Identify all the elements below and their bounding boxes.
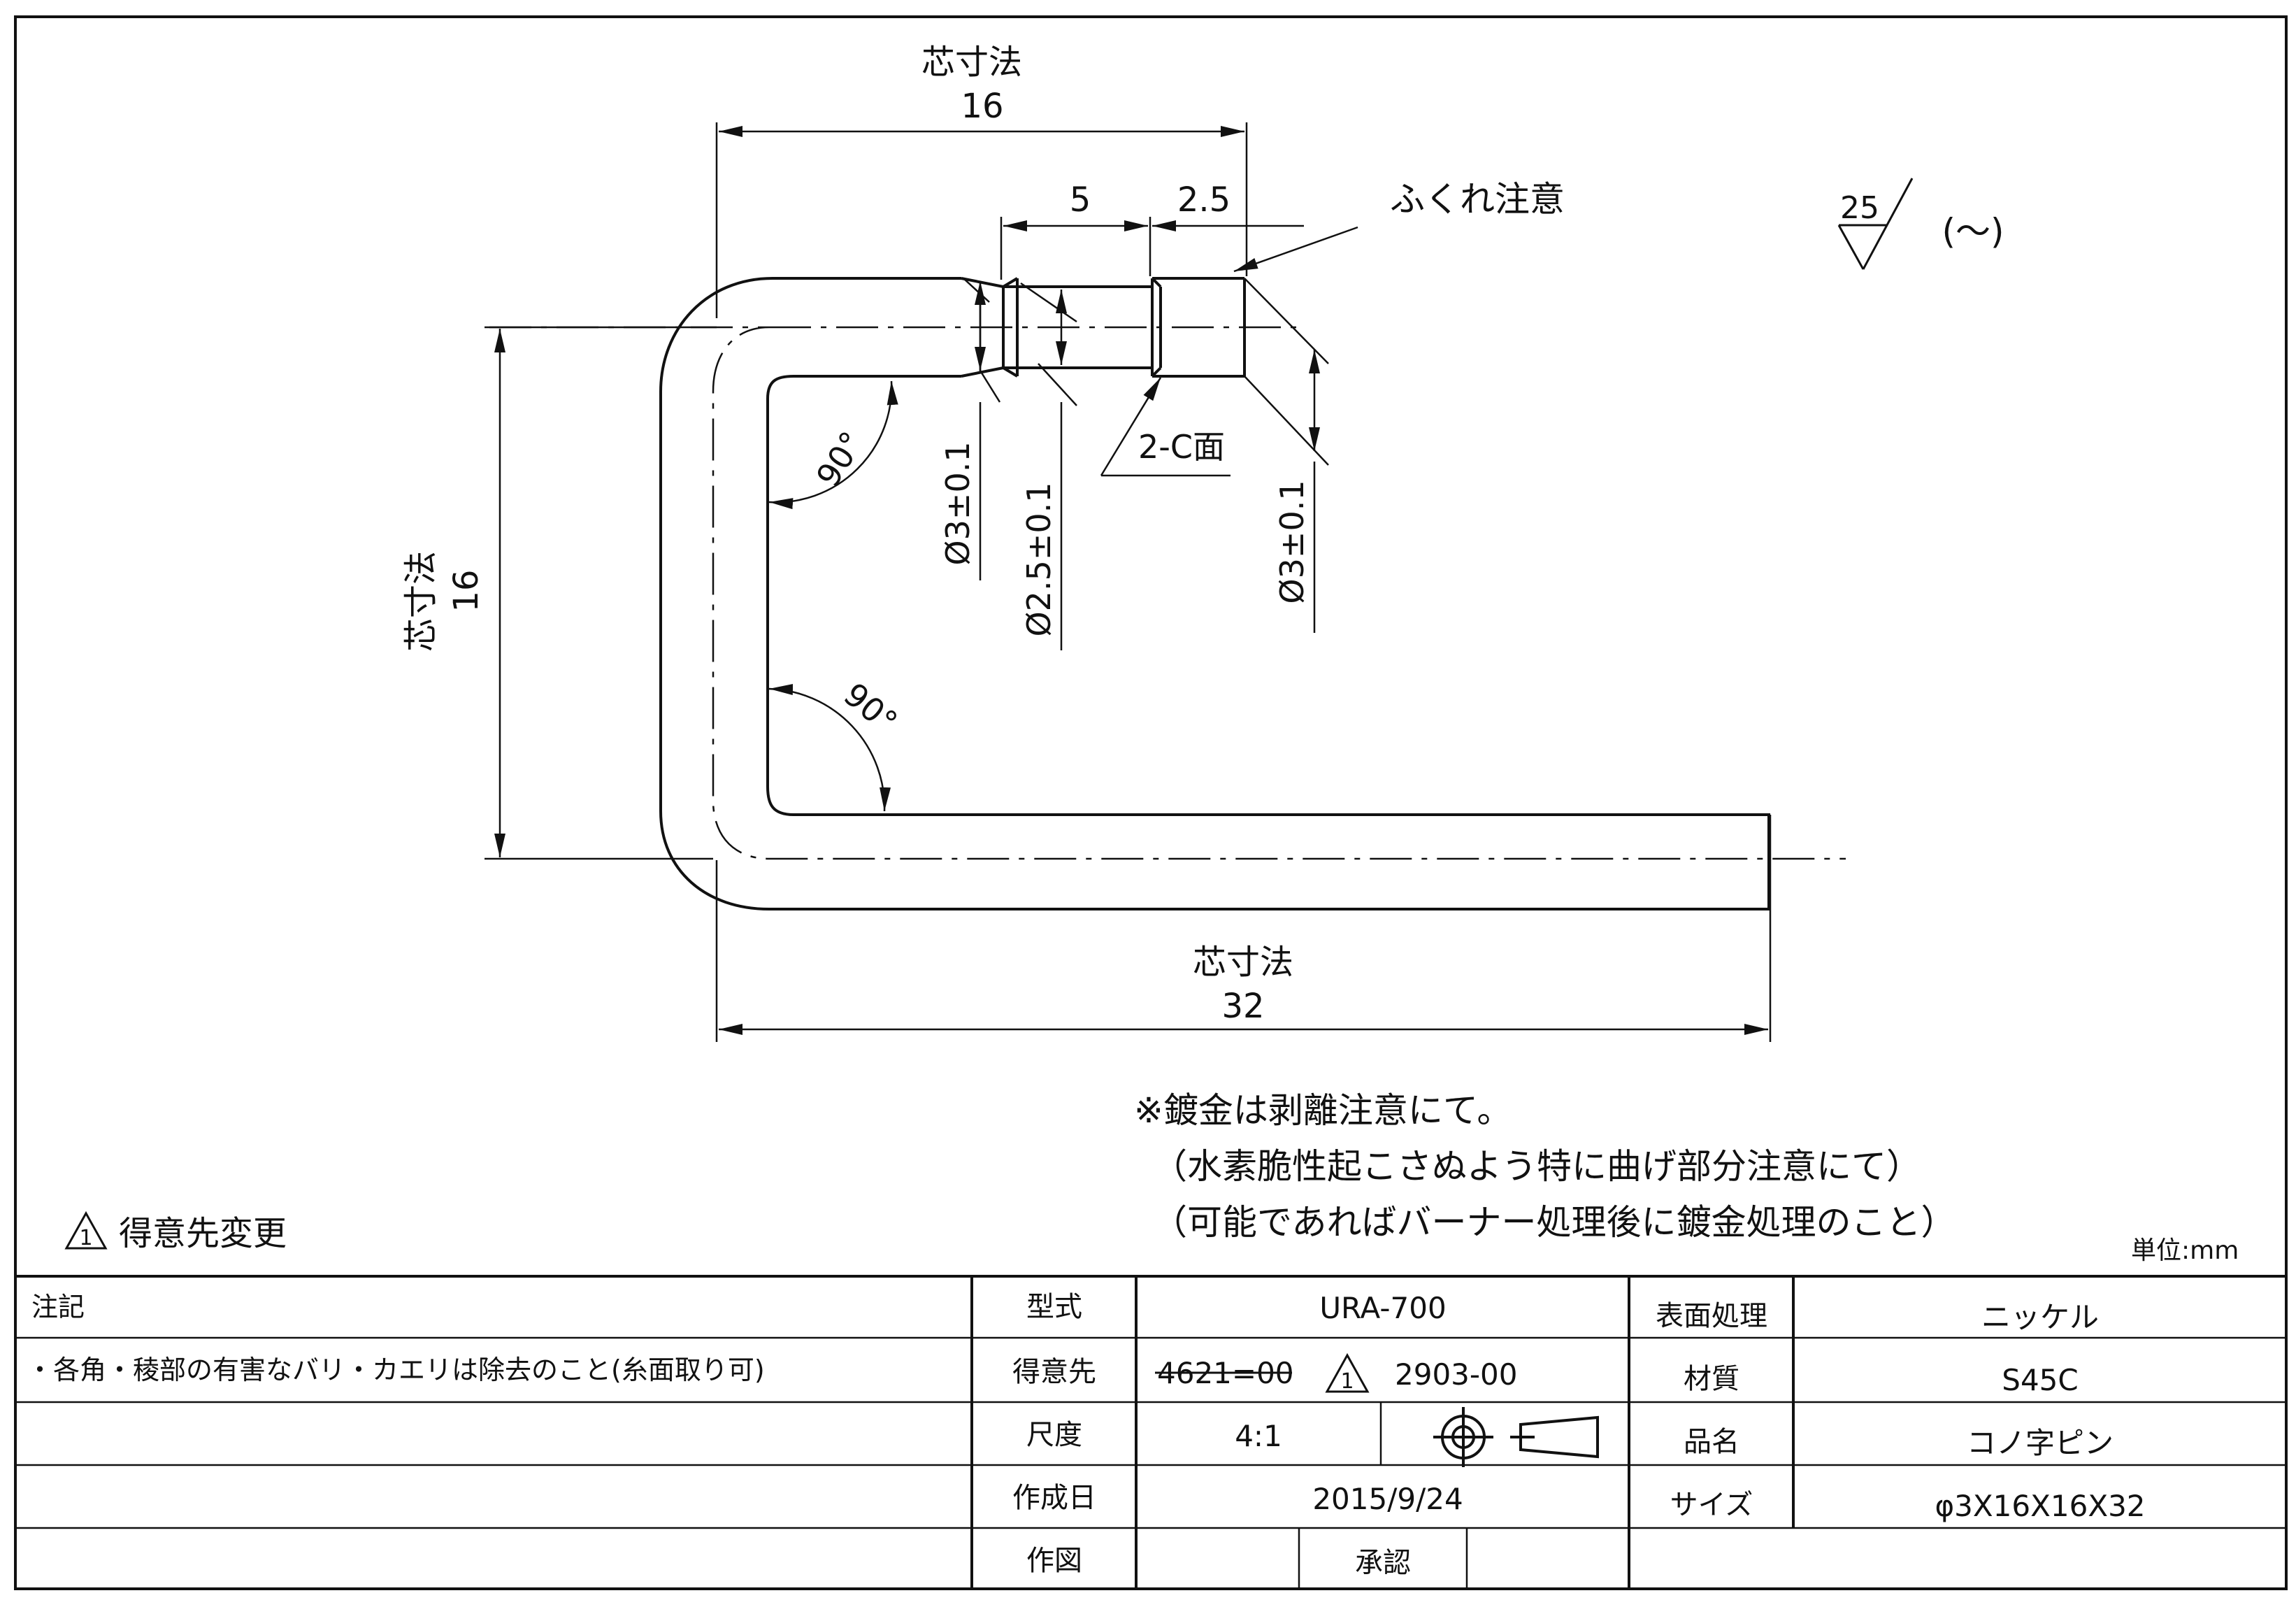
title-block-thin-lines <box>15 1336 2286 1589</box>
dim-5: 5 <box>1070 180 1091 220</box>
notes-header: 注記 <box>31 1292 85 1322</box>
customer-rev-triangle-icon <box>1325 1352 1370 1393</box>
sheet-frame <box>14 15 2288 1590</box>
part-label: 品名 <box>1684 1426 1739 1458</box>
drawn-label: 作図 <box>1026 1545 1082 1577</box>
customer-new: 2903-00 <box>1395 1357 1518 1392</box>
customer-rev-mark: 1 <box>1340 1369 1354 1394</box>
revision-mark: 1 <box>79 1226 92 1250</box>
surface-roughness-symbol <box>1837 178 1914 270</box>
plating-note-3: （可能であればバーナー処理後に鍍金処理のこと） <box>1152 1202 1956 1243</box>
dia-3-right: Ø3±0.1 <box>1273 480 1311 603</box>
top-dim-caption: 芯寸法 <box>921 43 1022 82</box>
date-value: 2015/9/24 <box>1312 1482 1463 1516</box>
chamfer-label: 2-C面 <box>1138 428 1225 466</box>
center-lines <box>489 326 1846 860</box>
title-block <box>15 1275 2286 1589</box>
top-dim-value: 16 <box>961 87 1003 126</box>
dim-2-5: 2.5 <box>1177 180 1230 220</box>
left-dim-value: 16 <box>447 569 486 612</box>
plating-note-1: ※鍍金は剥離注意にて。 <box>1134 1090 1512 1131</box>
revision-triangle-icon <box>64 1210 108 1250</box>
material-value: S45C <box>2002 1363 2078 1397</box>
size-label: サイズ <box>1670 1489 1753 1521</box>
model-label: 型式 <box>1026 1291 1082 1323</box>
revision-note: 得意先変更 <box>119 1214 287 1253</box>
dimension-lines <box>485 122 1772 1042</box>
angle-top: 90° <box>809 425 871 494</box>
dia-2-5: Ø2.5±0.1 <box>1020 482 1058 636</box>
model-value: URA-700 <box>1319 1291 1446 1325</box>
left-dim-caption: 芯寸法 <box>401 551 440 652</box>
plating-note-2: （水素脆性起こさぬよう特に曲げ部分注意にて） <box>1152 1146 1921 1187</box>
roughness-tilde: (～) <box>1942 211 2004 252</box>
part-outline <box>659 277 1770 910</box>
material-label: 材質 <box>1684 1363 1739 1395</box>
dia-3-left: Ø3±0.1 <box>939 441 977 565</box>
size-value: φ3X16X16X32 <box>1935 1489 2145 1523</box>
scale-value: 4:1 <box>1235 1419 1282 1453</box>
approve-label: 承認 <box>1355 1547 1411 1579</box>
angle-bottom: 90° <box>837 676 905 741</box>
part-value: コノ字ピン <box>1967 1426 2114 1460</box>
bottom-dim-value: 32 <box>1221 987 1264 1026</box>
unit-label: 単位:mm <box>2131 1236 2239 1265</box>
surface-label: 表面処理 <box>1656 1300 1767 1332</box>
scale-label: 尺度 <box>1026 1419 1082 1451</box>
bottom-dim-caption: 芯寸法 <box>1193 943 1293 982</box>
roughness-value: 25 <box>1840 190 1879 226</box>
date-label: 作成日 <box>1012 1482 1096 1514</box>
bulge-warning: ふくれ注意 <box>1390 179 1565 220</box>
notes-text: ・各角・稜部の有害なバリ・カエリは除去のこと(糸面取り可) <box>27 1355 765 1385</box>
third-angle-projection-icon <box>1433 1407 1599 1467</box>
surface-value: ニッケル <box>1981 1300 2099 1334</box>
customer-label: 得意先 <box>1012 1356 1096 1388</box>
